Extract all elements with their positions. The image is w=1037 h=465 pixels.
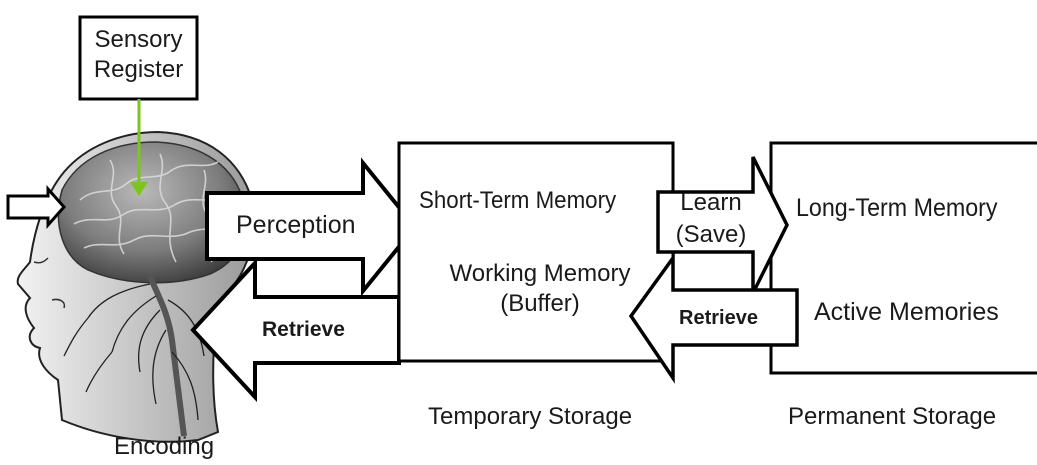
- perception-arrow: [205, 157, 418, 297]
- learn-save-label: Learn (Save): [671, 187, 751, 251]
- sensory-register-line1: Sensory: [94, 26, 183, 53]
- working-memory-line2: (Buffer): [500, 290, 580, 317]
- long-term-memory-title: Long-Term Memory: [796, 194, 998, 222]
- perception-label: Perception: [236, 211, 356, 239]
- temporary-storage-caption: Temporary Storage: [428, 403, 633, 430]
- active-memories-label: Active Memories: [814, 298, 999, 326]
- retrieve-right-arrow: [628, 252, 799, 384]
- learn-line2: (Save): [675, 221, 747, 248]
- learn-line1: Learn: [680, 189, 742, 216]
- human-head-brain-icon: [16, 130, 255, 443]
- encoding-caption: Encoding: [114, 433, 215, 460]
- learn-save-arrow: [656, 156, 789, 294]
- sensory-pointer-head: [130, 182, 148, 196]
- retrieve-left-arrow: [190, 257, 401, 403]
- short-term-memory-title: Short-Term Memory: [419, 187, 617, 214]
- retrieve-left-label: Retrieve: [262, 318, 345, 341]
- long-term-memory-box: [769, 141, 1037, 375]
- retrieve-right-label: Retrieve: [679, 307, 758, 329]
- permanent-storage-caption: Permanent Storage: [788, 403, 997, 430]
- short-term-memory-box: [397, 141, 675, 363]
- sensory-register-label: Sensory Register: [82, 25, 195, 85]
- sensory-register-box: [78, 15, 199, 101]
- input-arrow: [6, 185, 67, 229]
- working-memory-line1: Working Memory: [449, 260, 631, 287]
- working-memory-label: Working Memory (Buffer): [405, 259, 675, 319]
- sensory-register-line2: Register: [93, 56, 184, 83]
